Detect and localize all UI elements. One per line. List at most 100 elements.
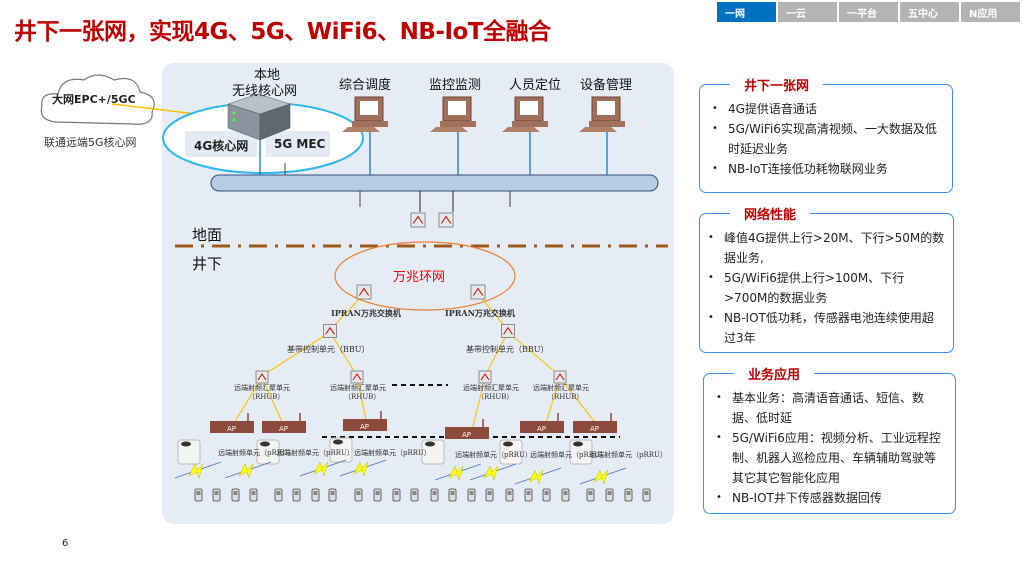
phone-icon: [505, 488, 514, 502]
phone-icon: [373, 488, 382, 502]
prru-label: 远端射频单元（pRRU）: [530, 451, 607, 459]
prru-icon: [329, 437, 353, 463]
rhub-sub-label: （RHUB）: [344, 393, 381, 401]
phone-icon: [292, 488, 301, 502]
core-4g-box: [185, 131, 257, 157]
phone-icon: [624, 488, 633, 502]
cloud-icon: [40, 74, 155, 125]
info-item: NB-IOT井下传感器数据回传: [712, 488, 947, 508]
prru-icon: [569, 439, 593, 465]
phone-icon: [561, 488, 570, 502]
ap-label: AP: [462, 431, 471, 439]
phone-icon: [354, 488, 363, 502]
wireless-signal-icon: [434, 463, 482, 481]
switch-icon: [255, 370, 269, 384]
prru-label: 远端射频单元（pRRU）: [455, 451, 532, 459]
switch-icon: [470, 284, 486, 300]
rhub-sub-label: （RHUB）: [547, 393, 584, 401]
wireless-signal-icon: [224, 461, 272, 479]
ap-icon: AP: [573, 413, 617, 433]
phone-icon: [311, 488, 320, 502]
switch-icon: [438, 212, 454, 228]
phone-icon: [430, 488, 439, 502]
info-box-title: 业务应用: [734, 364, 815, 383]
rhub-label: 远端射频汇聚单元: [234, 384, 290, 392]
switch-label: IPRAN万兆交换机: [445, 308, 515, 318]
rhub-sub-label: （RHUB）: [477, 393, 514, 401]
ap-icon: AP: [262, 413, 306, 433]
slide-title: 井下一张网，实现4G、5G、WiFi6、NB-IoT全融合: [14, 19, 551, 45]
prru-label: 远端射频单元（pRRU）: [590, 451, 667, 459]
cloud-caption: 联通远端5G核心网: [44, 136, 137, 149]
info-item: 峰值4G提供上行>20M、下行>50M的数据业务,: [704, 228, 945, 268]
wireless-signal-icon: [579, 467, 627, 485]
info-box-title: 井下一张网: [730, 75, 824, 94]
prru-icon: [421, 439, 445, 465]
computer-icon: [342, 96, 388, 175]
info-item: NB-IoT连接低功耗物联网业务: [708, 159, 944, 179]
core-4g-label: 4G核心网: [194, 139, 249, 153]
phone-icon: [274, 488, 283, 502]
switch-icon: [410, 212, 426, 228]
ap-icon: AP: [520, 413, 564, 433]
ap-label: AP: [537, 425, 546, 433]
underground-label: 井下: [192, 255, 223, 273]
rhub-sub-label: （RHUB）: [248, 393, 285, 401]
prru-label: 远端射频单元（pRRU）: [354, 449, 431, 457]
info-item: 5G/WiFi6提供上行>100M、下行>700M的数据业务: [704, 268, 945, 308]
core-label-local: 本地: [254, 68, 281, 83]
app-label: 设备管理: [580, 78, 633, 93]
section-tabs: 一网 一云 一平台 五中心 N应用: [717, 2, 1020, 22]
phone-icon: [231, 488, 240, 502]
app-label: 监控监测: [429, 78, 482, 93]
prru-icon: [499, 439, 523, 465]
computer-icon: [579, 96, 625, 175]
prru-icon: [256, 439, 280, 465]
network-diagram: AP AP AP AP AP AP: [111, 93, 668, 502]
info-item: NB-IOT低功耗，传感器电池连续使用超过3年: [704, 308, 945, 348]
info-box-one-network: 井下一张网 4G提供语音通话5G/WiFi6实现高清视频、一大数据及低时延迟业务…: [699, 75, 953, 193]
ap-label: AP: [360, 423, 369, 431]
tab-one-network[interactable]: 一网: [717, 2, 776, 22]
rhub-label: 远端射频汇聚单元: [330, 384, 386, 392]
info-item: 基本业务：高清语音通话、短信、数据、低时延: [712, 388, 947, 428]
ap-label: AP: [590, 425, 599, 433]
switch-icon: [356, 284, 372, 300]
tab-n-apps[interactable]: N应用: [961, 2, 1020, 22]
tab-five-centers[interactable]: 五中心: [900, 2, 959, 22]
phone-icon: [605, 488, 614, 502]
info-item: 5G/WiFi6应用：视频分析、工业远程控制、机器人巡检应用、车辆辅助驾驶等其它…: [712, 428, 947, 488]
phone-icon: [467, 488, 476, 502]
info-box-applications: 业务应用 基本业务：高清语音通话、短信、数据、低时延5G/WiFi6应用：视频分…: [703, 364, 956, 514]
ring-label: 万兆环网: [393, 270, 446, 285]
switch-icon: [350, 370, 364, 384]
switch-icon: [323, 324, 337, 338]
phone-icon: [212, 488, 221, 502]
ground-label: 地面: [192, 226, 223, 244]
tab-one-cloud[interactable]: 一云: [778, 2, 837, 22]
phone-icon: [328, 488, 337, 502]
wireless-signal-icon: [299, 459, 347, 477]
info-item: 5G/WiFi6实现高清视频、一大数据及低时延迟业务: [708, 119, 944, 159]
ap-icon: AP: [210, 413, 254, 433]
rhub-label: 远端射频汇聚单元: [533, 384, 589, 392]
phone-icon: [249, 488, 258, 502]
backbone-pipe: [210, 174, 659, 192]
switch-label: IPRAN万兆交换机: [331, 308, 401, 318]
phone-icon: [586, 488, 595, 502]
ring-network: [334, 241, 516, 311]
prru-label: 远端射频单元（pRRU）: [277, 449, 354, 457]
app-label: 人员定位: [509, 78, 562, 93]
ap-label: AP: [227, 425, 236, 433]
wireless-signal-icon: [469, 463, 517, 481]
info-item: 4G提供语音通话: [708, 99, 944, 119]
core-label-wireless: 无线核心网: [232, 84, 298, 99]
phone-icon: [194, 488, 203, 502]
phone-icon: [542, 488, 551, 502]
wireless-signal-icon: [514, 467, 562, 485]
info-box-title: 网络性能: [730, 204, 811, 223]
tab-one-platform[interactable]: 一平台: [839, 2, 898, 22]
ap-label: AP: [279, 425, 288, 433]
phone-icon: [642, 488, 651, 502]
switch-icon: [501, 324, 515, 338]
